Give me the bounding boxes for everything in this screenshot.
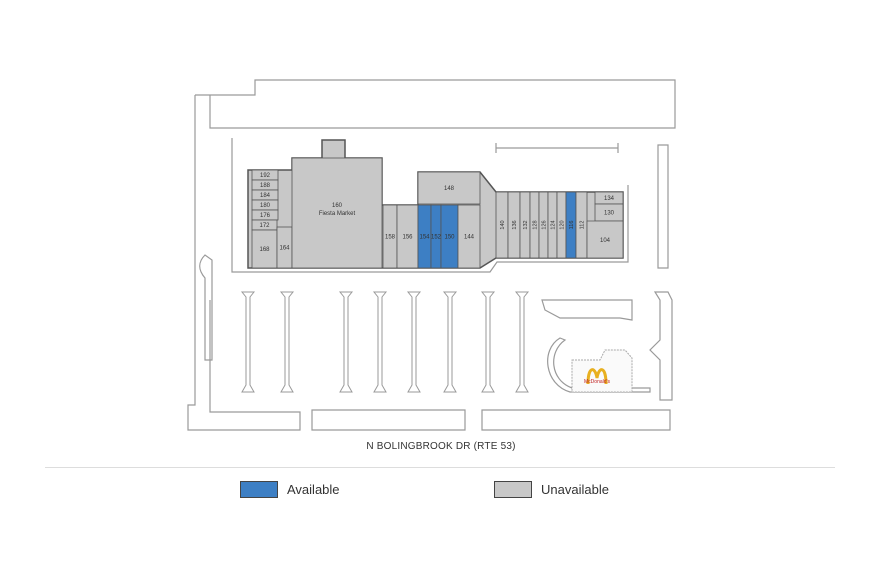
parking-island: [480, 291, 496, 393]
unit-label: 172: [259, 223, 270, 229]
unit-168[interactable]: 168: [251, 229, 278, 269]
unit-label: 164: [279, 246, 290, 252]
unit-158[interactable]: 158: [382, 204, 398, 269]
unit-label: 126: [542, 220, 548, 229]
unit-sublabel: Fiesta Market: [319, 211, 356, 217]
unit-184[interactable]: 184: [251, 189, 279, 201]
unit-label: 150: [444, 235, 455, 241]
unit-label: 180: [260, 203, 271, 209]
unit-label: 192: [260, 173, 271, 179]
unit-164[interactable]: 164: [276, 226, 293, 269]
unit-label: 176: [260, 213, 271, 219]
parking-island: [442, 291, 458, 393]
mcdonalds-arches-icon: [586, 368, 608, 385]
parking-island: [514, 291, 530, 393]
unit-label: 140: [500, 220, 506, 229]
unit-label: 168: [259, 247, 270, 253]
parking-island: [279, 291, 295, 393]
unit-label: 156: [402, 235, 413, 241]
unit-label: 116: [569, 221, 575, 230]
unit-label: 130: [604, 211, 615, 217]
parking-island: [338, 291, 354, 393]
unit-label: 132: [523, 220, 529, 229]
parking-lot-outline: [187, 79, 676, 431]
parking-islands: [240, 291, 530, 393]
unit-124[interactable]: 124: [547, 191, 558, 259]
unit-130[interactable]: 130: [594, 203, 624, 222]
unit-112[interactable]: 112: [575, 191, 588, 259]
legend-swatch-available: [240, 481, 278, 498]
unit-label: 184: [260, 193, 271, 199]
unit-120[interactable]: 120: [556, 191, 567, 259]
unit-label: 120: [560, 220, 566, 229]
unit-label: 128: [533, 220, 539, 229]
unit-188[interactable]: 188: [251, 179, 279, 191]
unit-label: 136: [512, 220, 518, 229]
unit-label: 104: [600, 238, 611, 244]
unit-134[interactable]: 134: [594, 191, 624, 205]
unit-104[interactable]: 104: [586, 220, 624, 259]
unit-126[interactable]: 126: [538, 191, 549, 259]
legend-swatch-unavailable: [494, 481, 532, 498]
unit-label: 154: [419, 235, 430, 241]
outparcel-logo-text: McDonald's: [584, 379, 610, 385]
legend-label: Available: [287, 482, 340, 497]
road-label: N BOLINGBROOK DR (RTE 53): [366, 441, 516, 452]
unit-116[interactable]: 116: [565, 191, 577, 259]
unit-label: 148: [444, 186, 455, 192]
unit-154[interactable]: 154: [417, 204, 432, 269]
unit-label: 160: [332, 203, 343, 209]
unit-label: 124: [551, 220, 557, 229]
legend-available: Available: [240, 481, 340, 498]
outparcel-mcdonalds[interactable]: McDonald's: [571, 349, 633, 393]
parking-island: [406, 291, 422, 393]
unit-140[interactable]: 140: [495, 191, 509, 259]
divider: [45, 467, 835, 468]
legend-label: Unavailable: [541, 482, 609, 497]
legend-unavailable: Unavailable: [494, 481, 609, 498]
unit-150[interactable]: 150: [440, 204, 459, 269]
unit-152[interactable]: 152: [430, 204, 442, 269]
unit-label: 158: [385, 235, 396, 241]
unit-136[interactable]: 136: [507, 191, 521, 259]
unit-label: 144: [464, 235, 475, 241]
unit-label: 188: [260, 183, 271, 189]
unit-156[interactable]: 156: [396, 204, 419, 269]
unit-label: 152: [431, 235, 442, 241]
unit-label: 134: [604, 196, 615, 202]
unit-148[interactable]: 148: [417, 171, 481, 205]
unit-132[interactable]: 132: [519, 191, 531, 259]
unit-176[interactable]: 176: [251, 209, 279, 221]
unit-180[interactable]: 180: [251, 199, 279, 211]
parking-island: [372, 291, 388, 393]
unit-128[interactable]: 128: [529, 191, 540, 259]
unit-172[interactable]: 172: [251, 219, 278, 231]
unit-144[interactable]: 144: [457, 204, 481, 269]
parking-island: [240, 291, 256, 393]
unit-192[interactable]: 192: [251, 169, 279, 181]
unit-label: 112: [580, 221, 586, 230]
